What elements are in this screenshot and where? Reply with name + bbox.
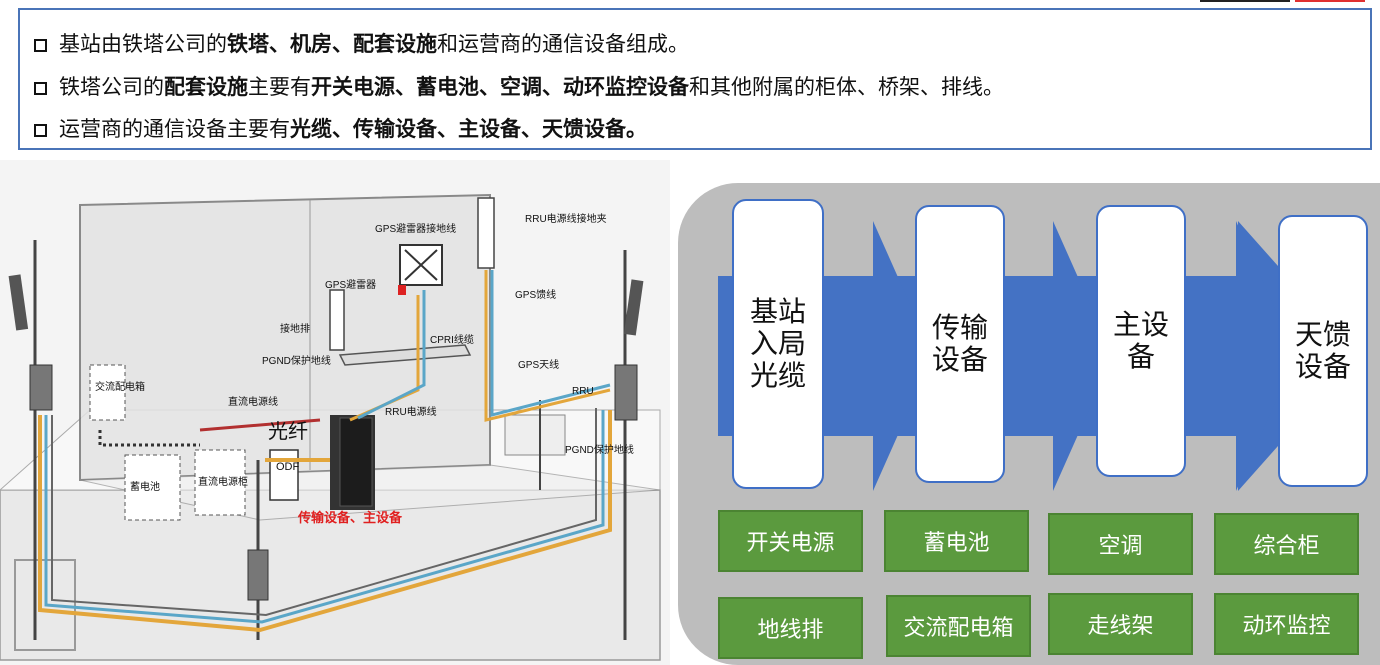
label-pgnd-right: PGND保护地线 (565, 443, 634, 456)
base-station-illustration: GPS避雷器接地线 RRU电源线接地夹 GPS避雷器 接地排 GPS馈线 CPR… (0, 160, 670, 665)
label-pgnd-left: PGND保护地线 (262, 354, 331, 367)
label-rru-power-clamp: RRU电源线接地夹 (525, 212, 607, 225)
label-gps-feeder: GPS馈线 (515, 288, 556, 301)
bullet-square-icon (34, 82, 47, 95)
bullet-text: 基站由铁塔公司的 (59, 32, 227, 56)
label-gps-arrester-ground: GPS避雷器接地线 (375, 222, 456, 235)
label-gps-antenna: GPS天线 (518, 358, 559, 371)
bullet-text: 运营商的通信设备主要有 (59, 117, 290, 141)
bullet-text: 主要有 (248, 75, 311, 99)
bullet-bold-text: 开关电源、蓄电池、空调、动环监控设备 (311, 75, 689, 99)
bullet-text: 和其他附属的柜体、桥架、排线。 (689, 75, 1004, 99)
label-transmission-main-equipment: 传输设备、主设备 (297, 510, 403, 525)
support-cable-tray: 走线架 (1048, 593, 1193, 655)
bullet-square-icon (34, 39, 47, 52)
label-dc-power-line: 直流电源线 (228, 395, 278, 408)
bullet-1: 基站由铁塔公司的铁塔、机房、配套设施和运营商的通信设备组成。 (34, 28, 689, 58)
chevron-right-icon (823, 221, 933, 491)
bullet-bold-text: 配套设施 (164, 75, 248, 99)
label-ground-bar: 接地排 (280, 322, 310, 335)
bullet-text: 和运营商的通信设备组成。 (437, 32, 689, 56)
chevron-right-icon (1186, 221, 1296, 491)
support-ac-distribution-box: 交流配电箱 (886, 595, 1031, 657)
label-rru: RRU (572, 386, 594, 397)
label-odf: ODF (276, 461, 300, 473)
flow-step-transmission: 传输 设备 (915, 205, 1005, 483)
bullet-square-icon (34, 124, 47, 137)
header-corner-decoration (1180, 0, 1380, 4)
header-top-rule (18, 8, 1372, 10)
support-environment-monitoring: 动环监控 (1214, 593, 1359, 655)
support-ground-bar: 地线排 (718, 597, 863, 659)
bullet-2: 铁塔公司的配套设施主要有开关电源、蓄电池、空调、动环监控设备和其他附属的柜体、桥… (34, 71, 1004, 101)
label-fiber: 光纤 (268, 420, 308, 443)
intro-text-box: 基站由铁塔公司的铁塔、机房、配套设施和运营商的通信设备组成。 铁塔公司的配套设施… (18, 8, 1372, 150)
support-switching-power: 开关电源 (718, 510, 863, 572)
label-dc-cabinet: 直流电源柜 (198, 475, 248, 488)
bullet-bold-text: 光缆、传输设备、主设备、天馈设备。 (290, 117, 647, 141)
bullet-bold-text: 铁塔、机房、配套设施 (227, 32, 437, 56)
flow-step-antenna-feeder: 天馈 设备 (1278, 215, 1368, 487)
label-rru-power-line: RRU电源线 (385, 405, 437, 418)
chevron-right-icon (1003, 221, 1113, 491)
support-integrated-cabinet: 综合柜 (1214, 513, 1359, 575)
label-gps-arrester: GPS避雷器 (325, 278, 376, 291)
support-battery: 蓄电池 (884, 510, 1029, 572)
label-ac-box: 交流配电箱 (95, 380, 145, 393)
bullet-3: 运营商的通信设备主要有光缆、传输设备、主设备、天馈设备。 (34, 113, 647, 143)
flow-step-main-equipment: 主设 备 (1096, 205, 1186, 477)
label-battery: 蓄电池 (130, 480, 160, 493)
bullet-text: 铁塔公司的 (59, 75, 164, 99)
label-cpri: CPRI线缆 (430, 333, 474, 346)
support-air-conditioner: 空调 (1048, 513, 1193, 575)
flow-diagram-panel: 基站 入局 光缆 传输 设备 主设 备 天馈 设备 开关电源 蓄电池 空调 综合… (678, 183, 1380, 665)
flow-step-incoming-fiber: 基站 入局 光缆 (732, 199, 824, 489)
